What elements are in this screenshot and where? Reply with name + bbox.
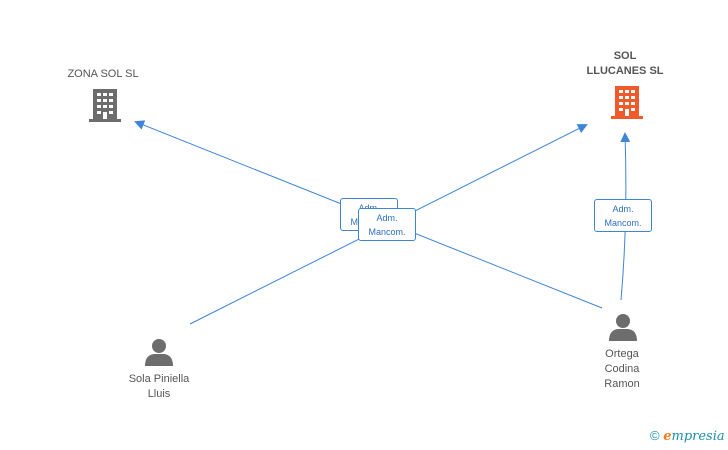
person-name-line1: Ortega [605,348,639,360]
empresia-watermark: © empresia [650,428,725,444]
relation-label-line1: Adm. [612,204,634,214]
brand-initial: e [663,429,672,444]
building-icon[interactable] [611,84,643,120]
relation-label[interactable]: Adm. Mancom. [358,208,416,241]
person-name-sola[interactable]: Sola Piniella Lluis [100,372,218,402]
person-name-ortega[interactable]: Ortega Codina Ramon [580,347,664,392]
person-icon[interactable] [144,337,174,367]
person-name-line3: Ramon [604,378,640,390]
person-icon[interactable] [608,312,638,342]
company-name-line2: LLUCANES SL [586,65,664,77]
company-name-sol-llucanes[interactable]: SOL LLUCANES SL [570,49,680,79]
person-name-line1: Sola Piniella [128,373,190,385]
building-icon[interactable] [89,87,121,123]
person-name-line2: Codina [604,363,640,375]
copyright-symbol: © [650,428,660,443]
person-name-line2: Lluis [147,388,171,400]
relation-label-line1: Adm. [376,213,398,223]
relation-label-line2: Mancom. [604,218,642,228]
company-name-line1: SOL [613,50,637,62]
relation-label-line2: Mancom. [368,227,406,237]
brand-text: mpresia [671,429,725,444]
relation-label[interactable]: Adm. Mancom. [594,199,652,232]
company-name-zona-sol[interactable]: ZONA SOL SL [67,68,139,80]
